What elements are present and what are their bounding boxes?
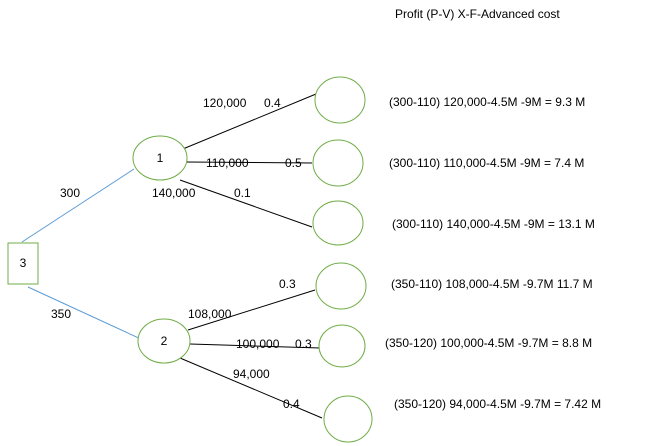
terminal-node-1 <box>314 76 366 124</box>
branch-value-350: 350 <box>51 307 71 321</box>
chance-node-2 <box>137 318 191 364</box>
probability-label-3: 0.1 <box>234 186 251 200</box>
quantity-label-3: 140,000 <box>152 186 196 200</box>
header-formula: Profit (P-V) X-F-Advanced cost <box>395 7 560 21</box>
branch-edge-300 <box>21 168 135 243</box>
outcome-formula-4: (350-110) 108,000-4.5M -9.7M 11.7 M <box>391 277 593 291</box>
probability-label-2: 0.5 <box>285 156 302 170</box>
probability-label-6: 0.4 <box>283 397 300 411</box>
branch-value-300: 300 <box>60 186 80 200</box>
terminal-node-3 <box>312 200 364 246</box>
outcome-edge-1 <box>177 93 317 152</box>
branch-edge-350 <box>27 286 144 341</box>
chance-node-2-label: 2 <box>161 334 168 348</box>
decision-node-box <box>7 242 39 285</box>
probability-label-5: 0.3 <box>295 337 312 351</box>
outcome-edge-5 <box>189 343 321 349</box>
quantity-label-2: 110,000 <box>206 156 249 170</box>
quantity-label-4: 108,000 <box>188 307 232 321</box>
decision-node-label: 3 <box>20 256 27 270</box>
outcome-formula-2: (300-110) 110,000-4.5M -9M = 7.4 M <box>389 156 584 170</box>
chance-node-1-label: 1 <box>157 151 164 165</box>
outcome-edge-2 <box>185 161 313 164</box>
probability-label-4: 0.3 <box>279 277 296 291</box>
outcome-formula-1: (300-110) 120,000-4.5M -9M = 9.3 M <box>389 95 585 109</box>
outcome-formula-6: (350-120) 94,000-4.5M -9.7M = 7.42 M <box>394 397 601 411</box>
terminal-node-6 <box>323 395 373 443</box>
quantity-label-5: 100,000 <box>236 337 280 351</box>
quantity-label-6: 94,000 <box>233 367 270 381</box>
outcome-edge-3 <box>179 179 313 228</box>
outcome-formula-3: (300-110) 140,000-4.5M -9M = 13.1 M <box>392 217 595 231</box>
probability-label-1: 0.4 <box>264 96 281 110</box>
chance-node-1 <box>132 135 188 181</box>
terminal-node-4 <box>315 262 367 310</box>
quantity-label-1: 120,000 <box>203 96 247 110</box>
outcome-formula-5: (350-120) 100,000-4.5M -9.7M = 8.8 M <box>385 336 592 350</box>
terminal-node-2 <box>312 139 364 187</box>
outcome-edge-4 <box>187 289 316 331</box>
terminal-node-5 <box>318 324 366 368</box>
outcome-edge-6 <box>179 357 323 419</box>
